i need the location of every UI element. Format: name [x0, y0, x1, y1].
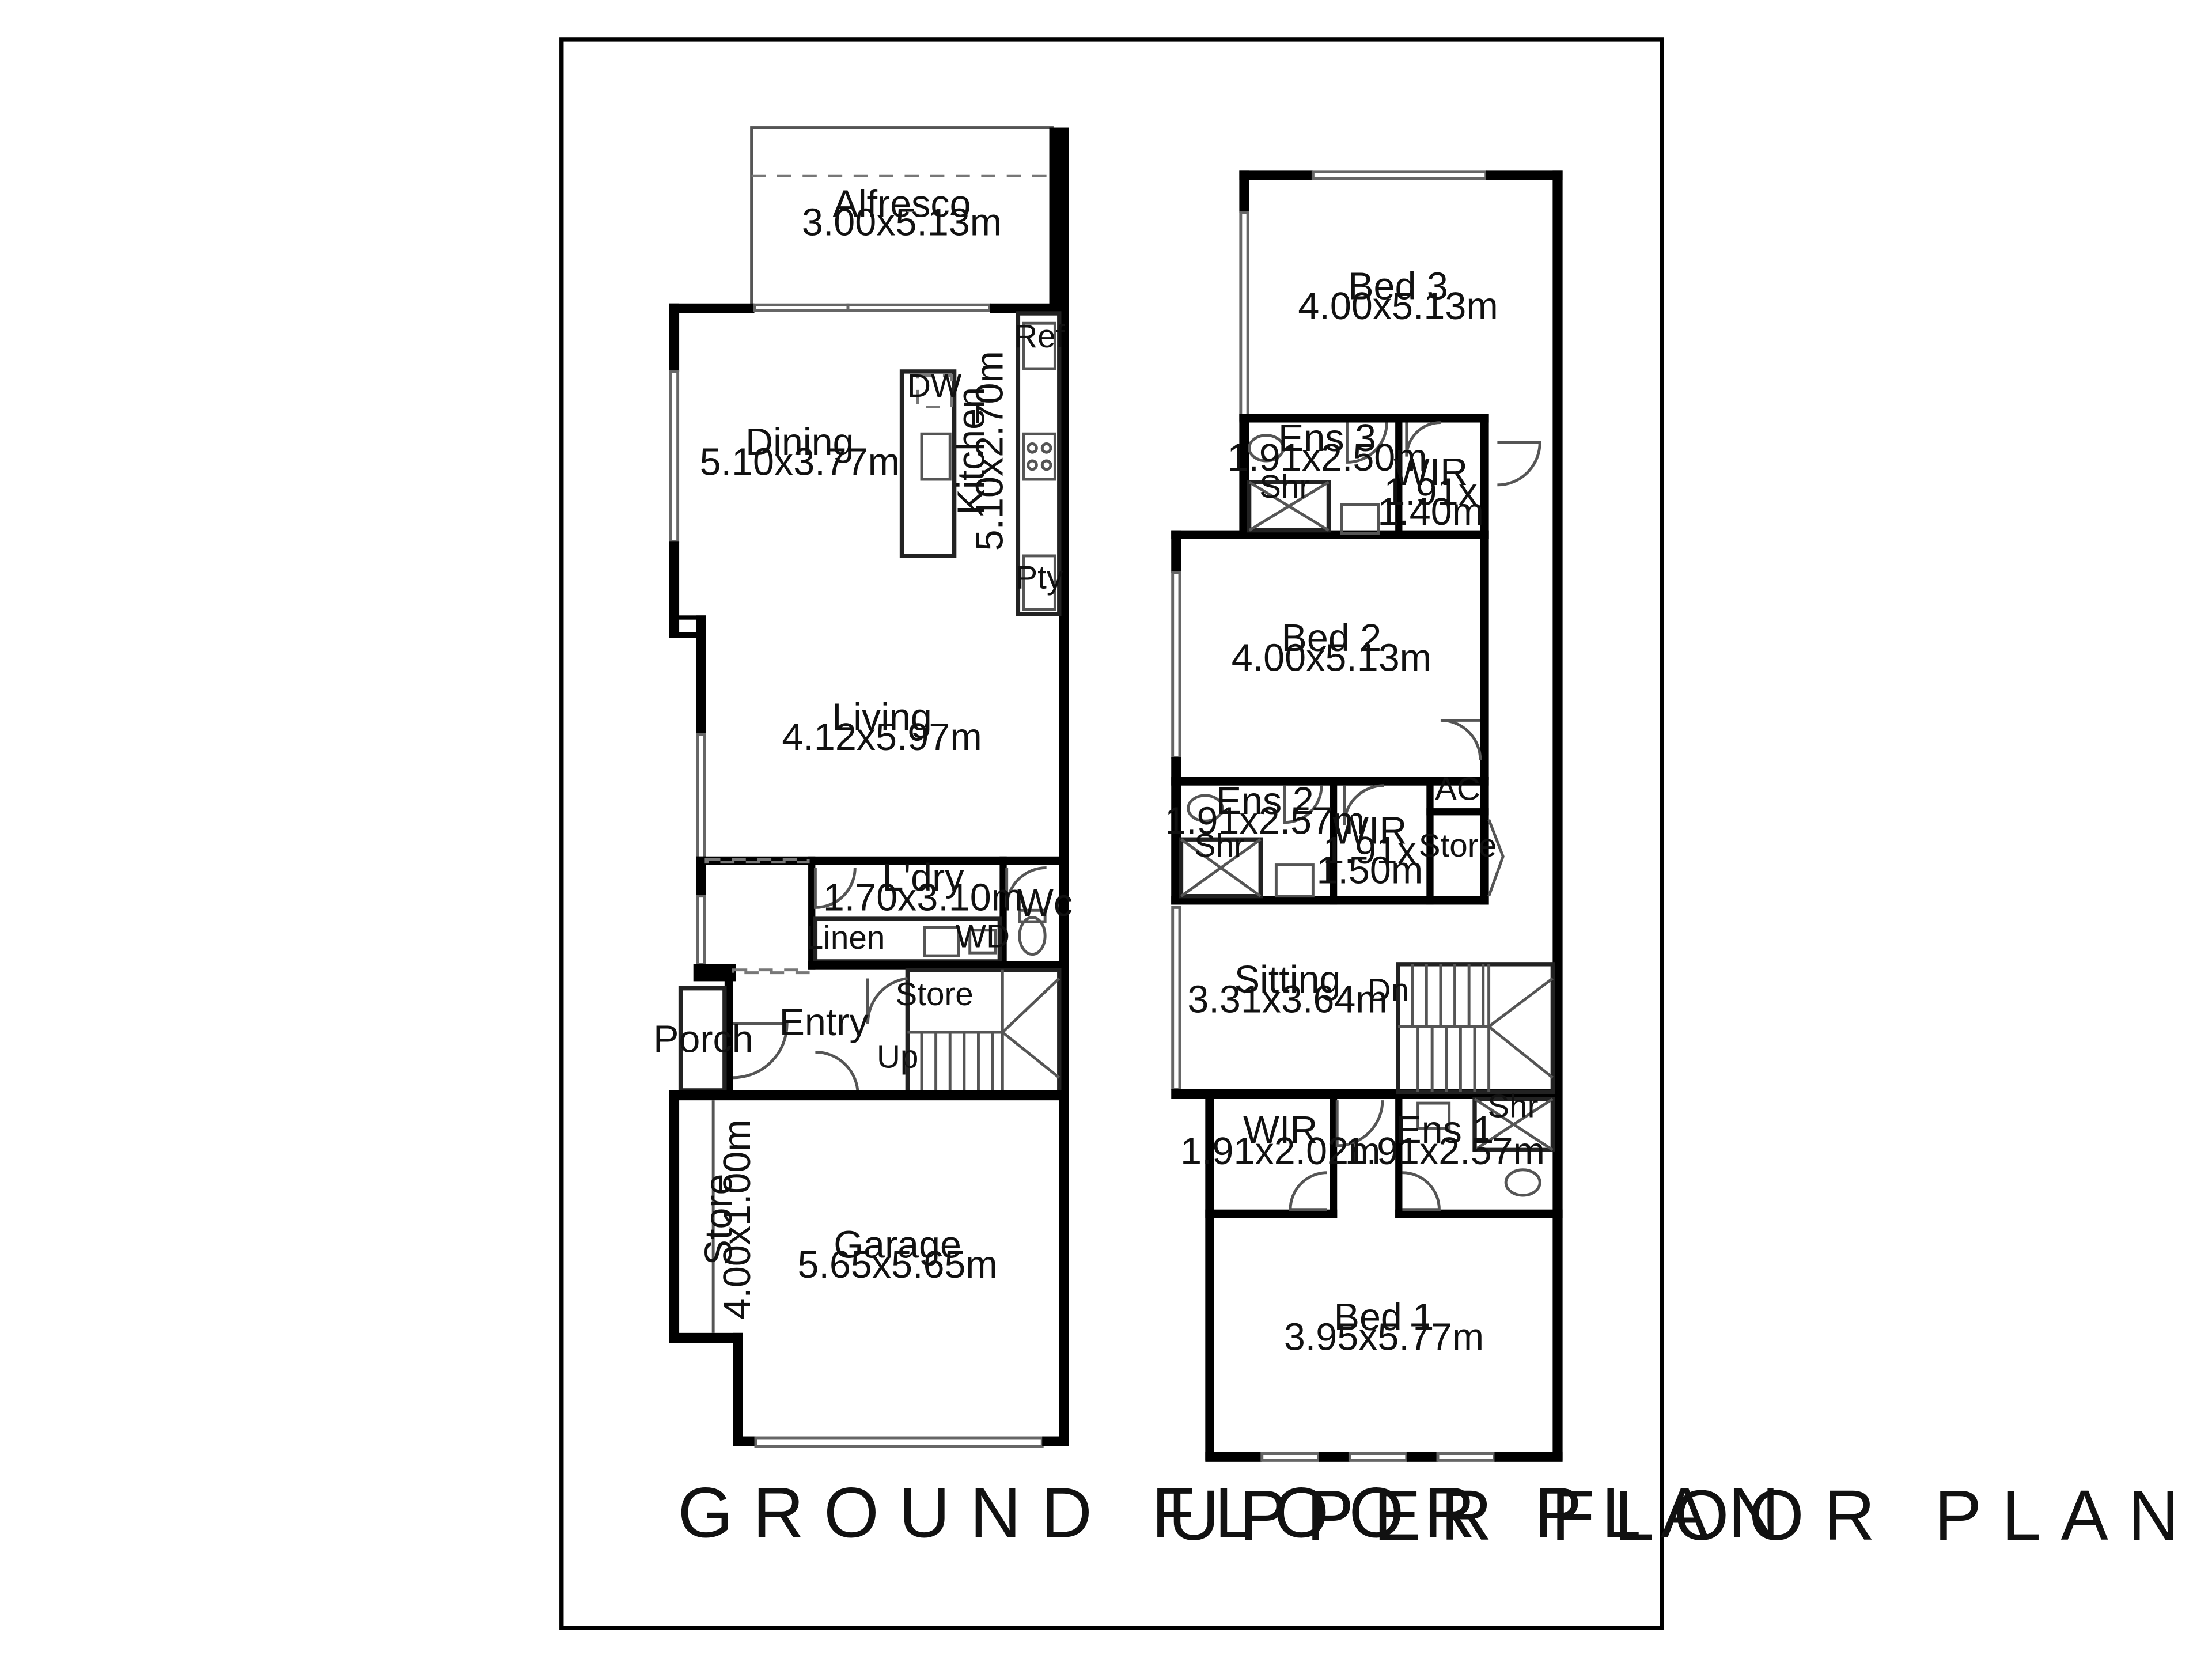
ens2-size: 1.91x2.57m — [1165, 800, 1365, 842]
kitchen-label: Kitchen — [950, 387, 993, 515]
ref-label: Ref — [1014, 318, 1065, 354]
bed2-label: Bed 2 — [1282, 617, 1382, 660]
bed3-size: 4.00x5.13m — [1298, 285, 1498, 328]
shower-label-ens1: Shr — [1487, 1088, 1538, 1124]
living-size: 4.12x5.97m — [782, 716, 982, 759]
ac-label: AC — [1435, 770, 1480, 806]
ens1-label: Ens 1 — [1396, 1109, 1494, 1152]
alfresco-label: Alfresco — [833, 183, 971, 226]
alfresco-size: 3.00x5.13m — [802, 202, 1002, 244]
wir3-size-line2: 1.40m — [1377, 491, 1484, 533]
ens3-size: 1.91x2.50m — [1227, 437, 1427, 479]
garage-label: Garage — [834, 1224, 961, 1266]
upper-store-label: Store — [1419, 827, 1497, 863]
entry-label: Entry — [779, 1001, 869, 1044]
ground-floor-plan — [669, 126, 1069, 1448]
laundry-size: 1.70x3.10m — [823, 876, 1023, 919]
living-label: Living — [832, 696, 932, 739]
garage-store-size: 4.00x1.00m — [716, 1119, 759, 1319]
wir1-size: 1.91x2.02m — [1180, 1130, 1380, 1173]
wir2-size-line2: 1.50m — [1316, 850, 1423, 892]
ens2-label: Ens 2 — [1216, 780, 1314, 823]
bed1-label: Bed 1 — [1334, 1296, 1434, 1339]
garage-store-label: Store — [698, 1174, 740, 1266]
ens3-label: Ens 3 — [1278, 417, 1376, 460]
wir3-label: WIR — [1393, 451, 1468, 494]
dishwasher-label: DW — [907, 368, 962, 404]
wir2-label: WIR — [1332, 810, 1407, 853]
upper-floor-plan — [1171, 170, 1563, 1462]
sitting-size: 3.31x3.64m — [1187, 979, 1387, 1021]
bed1-size: 3.95x5.77m — [1284, 1316, 1484, 1358]
linen-label: Linen — [805, 919, 885, 956]
washer-dryer-label: WD — [956, 918, 1010, 954]
porch-label: Porch — [653, 1018, 753, 1060]
dining-label: Dining — [745, 421, 854, 464]
shower-label-ens2: Shr — [1194, 827, 1245, 863]
bed2-size: 4.00x5.13m — [1232, 637, 1431, 679]
bed3-label: Bed 3 — [1348, 265, 1448, 308]
stair-store-label: Store — [895, 976, 973, 1012]
page-frame — [559, 37, 1664, 1630]
sitting-label: Sitting — [1234, 959, 1341, 1001]
wir1-label: WIR — [1243, 1109, 1317, 1152]
kitchen-island — [899, 369, 957, 558]
kitchen-size: 5.10x2.70m — [968, 351, 1011, 551]
wir2-size-line1: 1.91x — [1323, 830, 1417, 872]
dining-size: 5.10x3.77m — [700, 441, 900, 484]
ground-floor-title: GROUND FLOOR PLAN — [678, 1474, 1800, 1552]
ens1-size: 1.91x2.57m — [1345, 1130, 1545, 1173]
upper-floor-title: UPPER FLOOR PLAN — [1168, 1476, 2199, 1555]
wir3-size-line1: 1.91x — [1384, 471, 1478, 513]
pantry-label: Pty — [1016, 559, 1063, 596]
stair-down-label: Dn — [1368, 972, 1409, 1008]
shower-label-ens3: Shr — [1259, 468, 1310, 505]
wc-label: Wc — [1017, 882, 1073, 925]
stair-up-label: Up — [877, 1039, 918, 1075]
garage-size: 5.65x5.65m — [798, 1244, 998, 1286]
laundry-label: L'dry — [882, 857, 964, 899]
